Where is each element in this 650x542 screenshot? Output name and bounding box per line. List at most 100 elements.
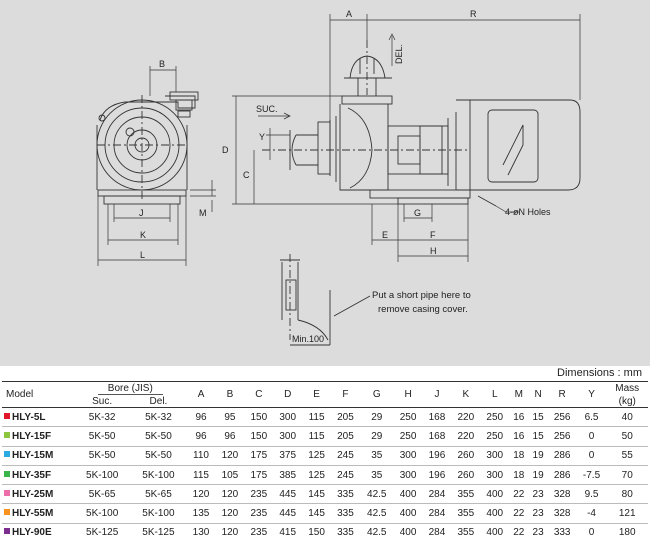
value-cell: 400: [393, 484, 423, 505]
model-color-swatch: [4, 451, 10, 458]
col-header-m: M: [514, 389, 523, 400]
del-bore-cell: 5K-100: [130, 465, 187, 486]
value-cell: 50: [606, 426, 648, 447]
col-header-a: A: [197, 389, 205, 400]
value-cell: 18: [509, 465, 529, 486]
value-cell: 284: [422, 503, 452, 524]
col-header-n: N: [534, 389, 542, 400]
value-cell: 125: [302, 465, 332, 486]
model-name: HLY-55M: [12, 508, 54, 520]
value-cell: 300: [393, 446, 423, 466]
value-cell: 328: [547, 484, 577, 505]
value-cell: 19: [528, 465, 548, 486]
model-name: HLY-15M: [12, 450, 54, 462]
model-cell: HLY-55M: [2, 503, 74, 524]
note-line-2: remove casing cover.: [378, 304, 468, 315]
value-cell: -4: [576, 503, 607, 524]
value-cell: 15: [528, 426, 548, 447]
value-cell: 250: [393, 426, 423, 447]
value-cell: 96: [186, 407, 216, 428]
model-color-swatch: [4, 431, 10, 438]
value-cell: 15: [528, 407, 548, 428]
dimensions-caption: Dimensions : mm: [557, 367, 642, 379]
value-cell: 120: [215, 503, 245, 524]
value-cell: 400: [480, 503, 510, 524]
value-cell: 95: [215, 407, 245, 428]
value-cell: 42.5: [359, 484, 394, 505]
side-view: [262, 40, 581, 207]
value-cell: 235: [244, 523, 274, 542]
value-cell: 250: [393, 407, 423, 428]
value-cell: 196: [422, 465, 452, 486]
suc-bore-cell: 5K-50: [74, 446, 131, 466]
value-cell: 445: [273, 503, 303, 524]
value-cell: 400: [393, 523, 423, 542]
suc-bore-cell: 5K-50: [74, 426, 131, 447]
model-color-swatch: [4, 412, 10, 419]
col-header-k: K: [462, 389, 470, 400]
value-cell: 175: [244, 465, 274, 486]
del-bore-cell: 5K-50: [130, 446, 187, 466]
value-cell: 335: [331, 484, 360, 505]
value-cell: 235: [244, 503, 274, 524]
model-header: Model: [6, 389, 34, 400]
value-cell: 16: [509, 407, 529, 428]
model-color-swatch: [4, 470, 10, 477]
value-cell: 120: [186, 484, 216, 505]
value-cell: 125: [302, 446, 332, 466]
value-cell: 168: [422, 426, 452, 447]
value-cell: 115: [186, 465, 216, 486]
value-cell: 70: [606, 465, 648, 486]
value-cell: 150: [244, 407, 274, 428]
note-line-1: Put a short pipe here to: [372, 290, 471, 301]
value-cell: 400: [480, 484, 510, 505]
value-cell: 300: [393, 465, 423, 486]
value-cell: 375: [273, 446, 303, 466]
drawing-svg: A R B D C Y J K L M G E F H SUC. DEL. 4-…: [96, 9, 581, 346]
col-header-e: E: [313, 389, 320, 400]
value-cell: 150: [244, 426, 274, 447]
dim-label-g: G: [414, 208, 421, 218]
value-cell: 110: [186, 446, 216, 466]
value-cell: 355: [451, 523, 481, 542]
col-header-r: R: [558, 389, 566, 400]
value-cell: 328: [547, 503, 577, 524]
model-cell: HLY-15F: [2, 426, 74, 447]
col-header-g: G: [372, 389, 381, 400]
dimension-labels: A R B D C Y J K L M G E F H SUC. DEL. 4-…: [139, 9, 551, 344]
model-cell: HLY-15M: [2, 446, 74, 466]
value-cell: 22: [509, 503, 529, 524]
value-cell: 445: [273, 484, 303, 505]
value-cell: 16: [509, 426, 529, 447]
model-cell: HLY-25M: [2, 484, 74, 505]
value-cell: 205: [331, 407, 360, 428]
value-cell: 40: [606, 407, 648, 428]
model-cell: HLY-35F: [2, 465, 74, 486]
suction-label: SUC.: [256, 104, 278, 114]
value-cell: 385: [273, 465, 303, 486]
model-name: HLY-35F: [12, 469, 52, 481]
value-cell: 9.5: [576, 484, 607, 505]
value-cell: -7.5: [576, 465, 607, 486]
value-cell: 23: [528, 523, 548, 542]
suc-bore-cell: 5K-32: [74, 407, 131, 428]
col-header-c: C: [255, 389, 263, 400]
col-header-y: Y: [588, 389, 595, 400]
dim-label-h: H: [430, 246, 437, 256]
value-cell: 235: [244, 484, 274, 505]
value-cell: 284: [422, 484, 452, 505]
value-cell: 0: [576, 523, 607, 542]
dim-label-y: Y: [259, 132, 265, 142]
value-cell: 335: [331, 503, 360, 524]
col-header-b: B: [226, 389, 234, 400]
dim-label-a: A: [346, 9, 352, 19]
del-bore-cell: 5K-32: [130, 407, 187, 428]
col-header-h: H: [404, 389, 412, 400]
value-cell: 196: [422, 446, 452, 466]
